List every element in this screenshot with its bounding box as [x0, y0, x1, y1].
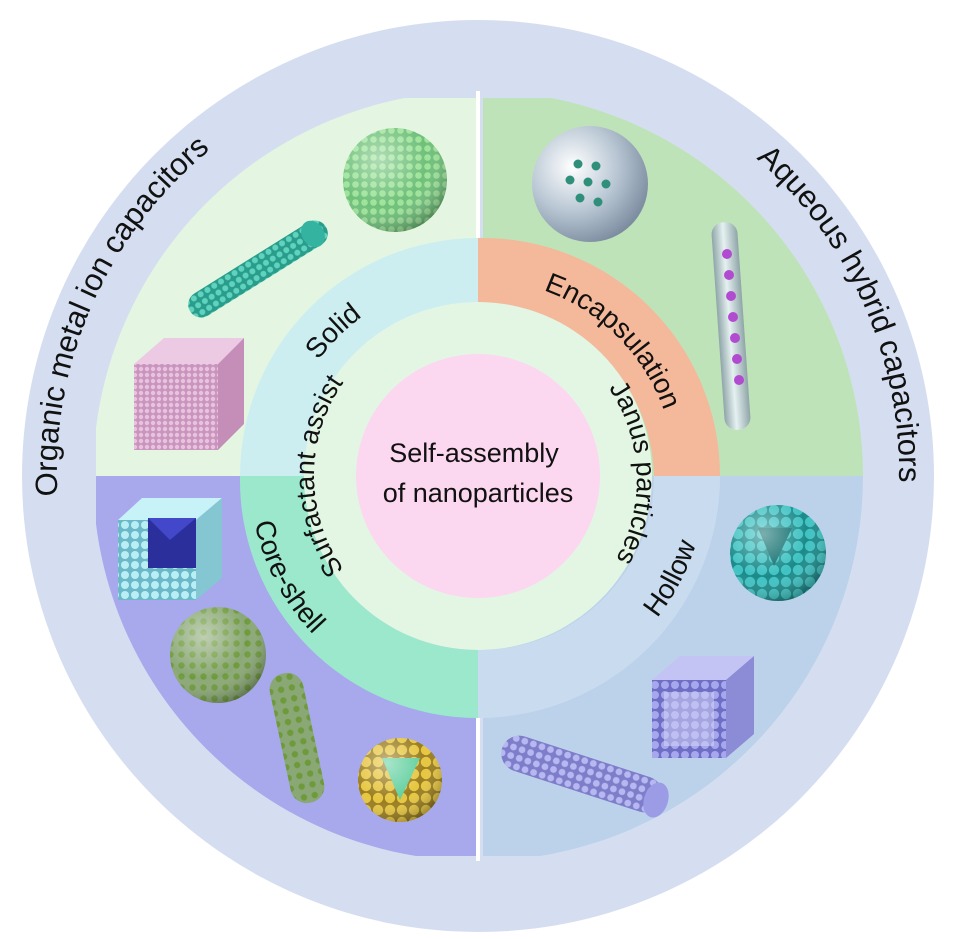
core-shell-cube-icon	[118, 498, 222, 600]
solid-sphere-icon	[343, 128, 447, 232]
solid-band	[240, 238, 478, 476]
encapsulation-sphere-icon	[532, 126, 648, 242]
hollow-tube-icon	[501, 735, 669, 818]
encapsulation-tube-icon	[711, 222, 751, 430]
solid-cube-icon	[134, 338, 244, 450]
hollow-cube-icon	[652, 656, 754, 758]
core-shell-band	[239, 476, 478, 719]
hollow-cutaway-sphere-icon	[730, 505, 826, 601]
center-title-line2: of nanoparticles	[383, 478, 574, 508]
core-shell-sphere-icon	[170, 607, 266, 703]
center-title-line1: Self-assembly	[389, 438, 559, 468]
core-shell-rod-icon	[269, 672, 325, 804]
encapsulation-band	[478, 237, 720, 476]
hollow-band	[478, 476, 720, 718]
solid-rod-icon	[188, 220, 328, 318]
core-shell-cutaway-sphere-icon	[358, 738, 442, 822]
center-circle	[356, 354, 600, 598]
